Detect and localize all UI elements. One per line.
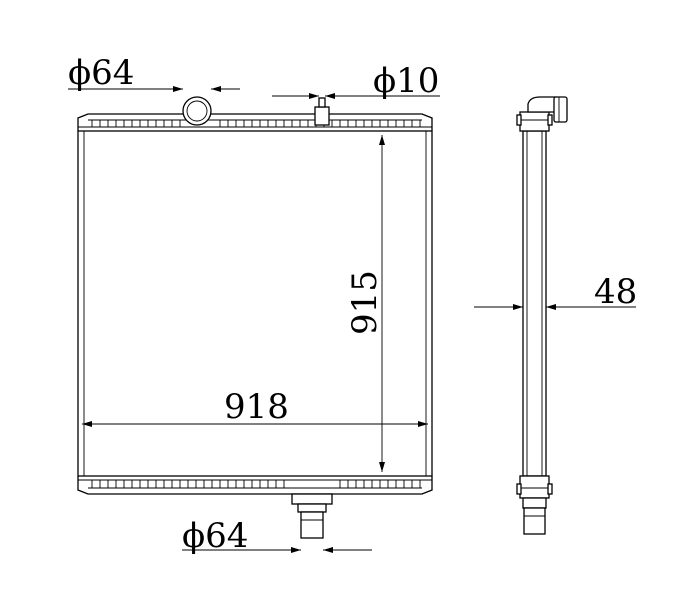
vent-diameter-label: ϕ10	[373, 61, 439, 101]
side-top-tank	[516, 111, 553, 132]
side-bottom-tank	[516, 475, 553, 535]
dim-thickness: 48	[474, 272, 637, 312]
side-core	[522, 130, 547, 477]
bottom-tank	[77, 476, 433, 495]
height-label: 915	[345, 270, 385, 335]
side-view: 48	[474, 96, 637, 535]
top-inlet-pipe	[182, 96, 212, 126]
dim-top-inlet: ϕ64	[68, 53, 240, 93]
front-view: ϕ64 ϕ10 915 918 ϕ64	[68, 53, 440, 556]
vent-plug	[314, 97, 330, 126]
bottom-outlet-diameter-label: ϕ64	[182, 516, 248, 556]
bottom-outlet-pipe	[291, 493, 333, 539]
thickness-label: 48	[594, 272, 637, 312]
width-label: 918	[224, 387, 289, 427]
radiator-core	[77, 130, 433, 477]
side-inlet-elbow	[527, 96, 568, 123]
dim-bottom-outlet: ϕ64	[182, 516, 372, 556]
dim-vent: ϕ10	[272, 61, 440, 101]
top-inlet-diameter-label: ϕ64	[68, 53, 134, 93]
top-tank	[77, 113, 433, 131]
dim-width: 918	[82, 387, 428, 427]
dim-height: 915	[345, 135, 385, 472]
